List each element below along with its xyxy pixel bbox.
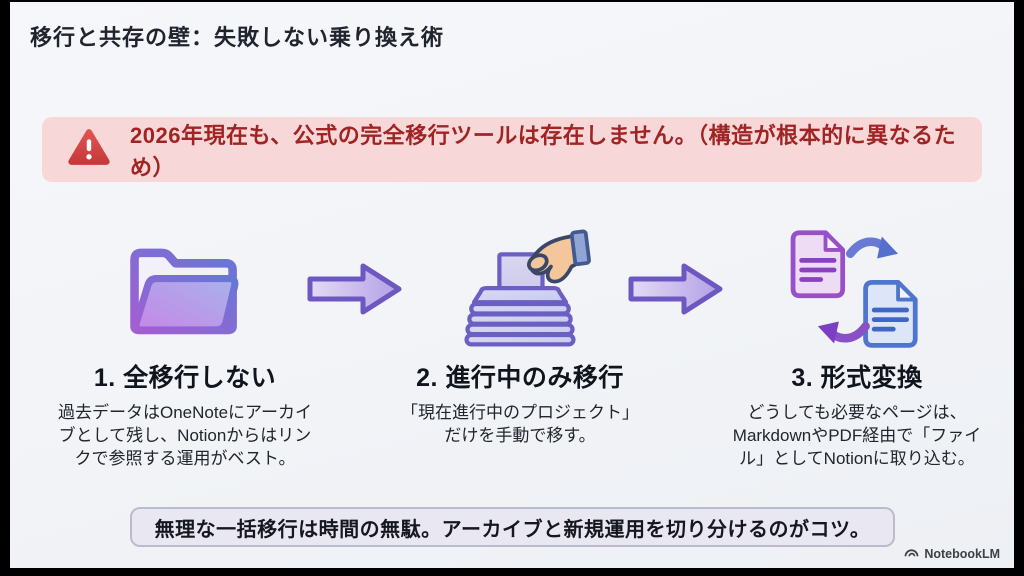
right-arrow-icon (305, 259, 405, 324)
step-2: 2. 進行中のみ移行 「現在進行中のプロジェクト」 だけを手動で移す。 (395, 224, 645, 448)
slide: 移行と共存の壁：失敗しない乗り換え術 2026年現在も、公式の完全移行ツールは存… (10, 2, 1014, 568)
step-3: 3. 形式変換 どうしても必要なページは、 MarkdownやPDF経由で「ファ… (707, 224, 1007, 471)
step-2-description: 「現在進行中のプロジェクト」 だけを手動で移す。 (401, 403, 639, 445)
warning-triangle-icon (68, 128, 110, 171)
open-folder-icon (125, 224, 245, 356)
right-arrow-icon (626, 259, 726, 324)
notebooklm-logo-icon (904, 546, 919, 562)
step-1-description: 過去データはOneNoteにアーカイ ブとして残し、Notionからはリン クで… (57, 403, 313, 468)
step-3-title: 3. 形式変換 (791, 364, 923, 392)
hand-inserting-document-icon (445, 224, 595, 356)
warning-text: 2026年現在も、公式の完全移行ツールは存在しません。（構造が根本的に異なるため… (130, 122, 957, 180)
watermark-label: NotebookLM (924, 547, 1000, 561)
summary-text: 無理な一括移行は時間の無駄。アーカイブと新規運用を切り分けるのがコツ。 (154, 518, 871, 541)
step-2-title: 2. 進行中のみ移行 (416, 364, 624, 392)
step-1-title: 1. 全移行しない (93, 364, 277, 392)
page-title: 移行と共存の壁：失敗しない乗り換え術 (30, 25, 445, 50)
step-3-description: どうしても必要なページは、 MarkdownやPDF経由で「ファイ ル」としてN… (732, 403, 982, 468)
document-conversion-icon (783, 224, 931, 356)
watermark: NotebookLM (904, 546, 1000, 562)
warning-banner: 2026年現在も、公式の完全移行ツールは存在しません。（構造が根本的に異なるため… (42, 117, 982, 182)
step-1: 1. 全移行しない 過去データはOneNoteにアーカイ ブとして残し、Noti… (40, 224, 330, 471)
summary-banner: 無理な一括移行は時間の無駄。アーカイブと新規運用を切り分けるのがコツ。 (130, 507, 895, 547)
